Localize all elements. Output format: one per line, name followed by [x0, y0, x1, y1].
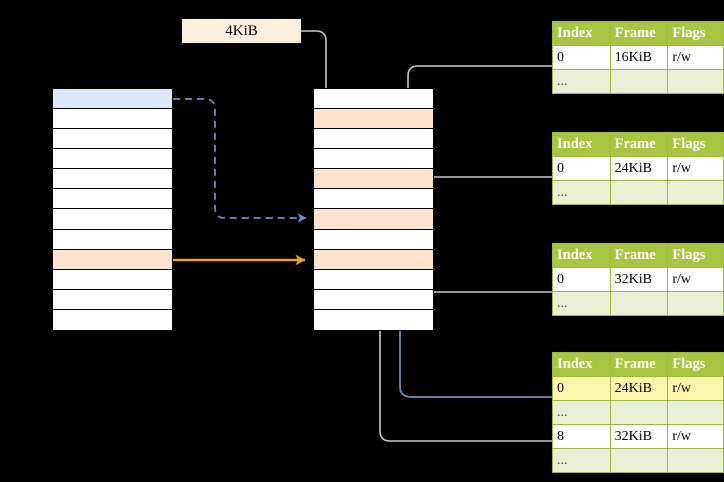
frame-table-3-row-1-index[interactable]: ... [552, 291, 611, 316]
dest-entry-row-8[interactable] [314, 249, 433, 270]
frame-table-2-row-1[interactable]: ... [552, 180, 724, 205]
source-entry-row-5[interactable] [53, 189, 172, 210]
frame-table-4-row-3-frame[interactable] [609, 448, 669, 473]
source-entry-row-2[interactable] [53, 129, 172, 150]
source-entry-row-11[interactable] [53, 309, 172, 330]
frame-table-2-header-frame: Frame [609, 132, 669, 157]
dest-entry-row-10[interactable] [314, 289, 433, 310]
frame-table-4-row-2-index[interactable]: 8 [552, 424, 611, 449]
size-label-4kib: 4KiB [182, 19, 301, 43]
source-entry-row-9[interactable] [53, 269, 172, 290]
wire-table1-to-middle [407, 65, 552, 177]
dest-entry-row-4[interactable] [314, 169, 433, 190]
wire-table3-to-middle [420, 268, 552, 293]
frame-table-3-header-index: Index [552, 243, 611, 268]
frame-table-1-row-1-flags[interactable] [667, 69, 724, 94]
source-entry-row-6[interactable] [53, 209, 172, 230]
source-entry-row-7[interactable] [53, 229, 172, 250]
frame-table-1-row-0-frame[interactable]: 16KiB [609, 45, 669, 70]
frame-table-4-row-0-index[interactable]: 0 [552, 376, 611, 401]
source-entry-row-0[interactable] [53, 89, 172, 110]
dest-entry-row-5[interactable] [314, 189, 433, 210]
frame-table-1-header-frame: Frame [609, 21, 669, 46]
frame-table-4-row-1-frame[interactable] [609, 400, 669, 425]
source-entry-row-3[interactable] [53, 149, 172, 170]
source-page-table[interactable] [52, 88, 173, 331]
dest-entry-row-2[interactable] [314, 129, 433, 150]
frame-table-3-row-1[interactable]: ... [552, 291, 724, 316]
source-entry-row-10[interactable] [53, 289, 172, 310]
dest-entry-row-9[interactable] [314, 269, 433, 290]
frame-table-2-row-1-index[interactable]: ... [552, 180, 611, 205]
frame-table-2-row-1-flags[interactable] [667, 180, 724, 205]
frame-table-4-row-3-index[interactable]: ... [552, 448, 611, 473]
dest-entry-row-11[interactable] [314, 309, 433, 330]
dest-entry-row-7[interactable] [314, 229, 433, 250]
frame-table-4-row-2-flags[interactable]: r/w [667, 424, 724, 449]
frame-table-4-row-3[interactable]: ... [552, 448, 724, 473]
wire-table4-row0-to-middle [399, 217, 552, 398]
frame-table-2-header-index: Index [552, 132, 611, 157]
frame-table-4-row-1[interactable]: ... [552, 400, 724, 425]
frame-table-1-row-0-index[interactable]: 0 [552, 45, 611, 70]
frame-table-4-row-1-index[interactable]: ... [552, 400, 611, 425]
size-label-text: 4KiB [225, 22, 258, 39]
frame-table-3-row-0-flags[interactable]: r/w [667, 267, 724, 292]
source-entry-row-8[interactable] [53, 249, 172, 270]
frame-table-1-row-1-frame[interactable] [609, 69, 669, 94]
frame-table-4-header-index: Index [552, 352, 611, 377]
frame-table-4-header-flags: Flags [667, 352, 724, 377]
frame-table-3-header-flags: Flags [667, 243, 724, 268]
source-entry-row-1[interactable] [53, 109, 172, 130]
destination-page-table[interactable] [313, 88, 434, 331]
frame-table-2-row-1-frame[interactable] [609, 180, 669, 205]
dest-entry-row-3[interactable] [314, 149, 433, 170]
dest-entry-row-1[interactable] [314, 109, 433, 130]
frame-table-4-header-frame: Frame [609, 352, 669, 377]
dest-entry-row-6[interactable] [314, 209, 433, 230]
wire-left0-to-middle6-dashed [173, 98, 307, 223]
frame-table-1-row-1-index[interactable]: ... [552, 69, 611, 94]
wire-table4-row8-to-middle [379, 268, 552, 442]
frame-table-4-row-1-flags[interactable] [667, 400, 724, 425]
frame-table-1-row-0-flags[interactable]: r/w [667, 45, 724, 70]
frame-table-3-row-0-frame[interactable]: 32KiB [609, 267, 669, 292]
frame-table-4-row-3-flags[interactable] [667, 448, 724, 473]
frame-table-1-row-1[interactable]: ... [552, 69, 724, 94]
frame-table-2-header-flags: Flags [667, 132, 724, 157]
frame-table-3-row-1-flags[interactable] [667, 291, 724, 316]
frame-table-3-row-0-index[interactable]: 0 [552, 267, 611, 292]
frame-table-3-row-1-frame[interactable] [609, 291, 669, 316]
frame-table-4-row-2-frame[interactable]: 32KiB [609, 424, 669, 449]
frame-table-4-row-0-frame[interactable]: 24KiB [609, 376, 669, 401]
frame-table-2-row-0-index[interactable]: 0 [552, 156, 611, 181]
wire-size-to-middle [300, 30, 333, 113]
source-entry-row-4[interactable] [53, 169, 172, 190]
frame-table-3-header-frame: Frame [609, 243, 669, 268]
frame-table-2-row-0-frame[interactable]: 24KiB [609, 156, 669, 181]
dest-entry-row-0[interactable] [314, 89, 433, 110]
frame-table-1-header-flags: Flags [667, 21, 724, 46]
frame-table-4-row-0-flags[interactable]: r/w [667, 376, 724, 401]
frame-table-1-header-index: Index [552, 21, 611, 46]
frame-table-2-row-0-flags[interactable]: r/w [667, 156, 724, 181]
